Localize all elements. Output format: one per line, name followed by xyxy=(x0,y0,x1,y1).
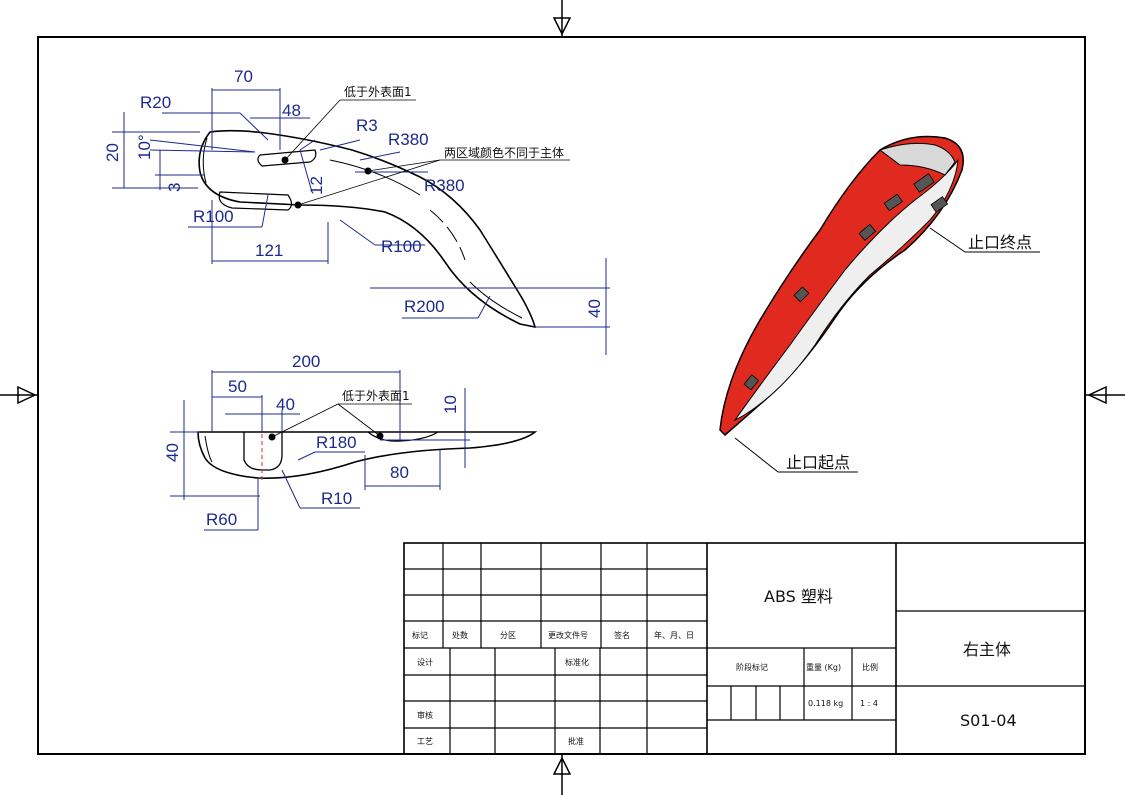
label-approve: 批准 xyxy=(568,736,584,746)
title-block xyxy=(403,542,1086,755)
top-view-dims xyxy=(112,88,610,355)
part-number: S01-04 xyxy=(960,711,1017,730)
note-below-surface-top: 低于外表面1 xyxy=(344,85,412,99)
dim-r20: R20 xyxy=(140,93,171,112)
label-weight: 重量 (Kg) xyxy=(806,662,841,672)
bottom-view-dims xyxy=(170,370,470,531)
label-standard: 标准化 xyxy=(565,657,589,667)
dim-40-vertical: 40 xyxy=(163,443,182,462)
dim-50: 50 xyxy=(228,377,247,396)
dim-r10: R10 xyxy=(321,489,352,508)
top-view-points xyxy=(281,156,372,209)
top-view-notes-lines xyxy=(284,99,570,206)
label-scale: 比例 xyxy=(862,662,878,672)
label-process: 工艺 xyxy=(417,737,433,746)
note-below-surface-bottom: 低于外表面1 xyxy=(342,389,410,403)
dim-200: 200 xyxy=(292,352,320,371)
dim-3: 3 xyxy=(165,183,184,192)
revision-headers: 标记 处数 分区 更改文件号 签名 年、月、日 xyxy=(412,630,694,640)
isometric-part-view xyxy=(719,135,1040,473)
rev-header-doc: 更改文件号 xyxy=(548,630,588,640)
dim-r380-a: R380 xyxy=(388,130,429,149)
dim-10deg: 10° xyxy=(135,134,154,160)
rev-header-count: 处数 xyxy=(452,630,468,640)
rev-header-mark: 标记 xyxy=(412,630,428,640)
dim-r200: R200 xyxy=(404,297,445,316)
rev-header-date: 年、月、日 xyxy=(654,630,694,640)
part-name: 右主体 xyxy=(963,640,1011,659)
dim-48: 48 xyxy=(282,101,301,120)
dim-r100-a: R100 xyxy=(193,207,234,226)
dim-40-top: 40 xyxy=(585,299,604,318)
bottom-view-outline xyxy=(197,420,538,480)
label-review: 审核 xyxy=(417,710,433,720)
dim-20: 20 xyxy=(103,143,122,162)
dim-40-bottom: 40 xyxy=(276,395,295,414)
scale-value: 1 : 4 xyxy=(860,699,878,708)
dim-r3: R3 xyxy=(356,116,378,135)
material: ABS 塑料 xyxy=(764,587,833,606)
dim-12: 12 xyxy=(307,176,326,195)
note-lip-start: 止口起点 xyxy=(786,453,850,472)
label-stage-mark: 阶段标记 xyxy=(736,662,768,672)
rev-header-sign: 签名 xyxy=(614,630,630,640)
dim-r380-b: R380 xyxy=(424,176,465,195)
bottom-view-points xyxy=(268,432,384,441)
note-color-diff: 两区域颜色不同于主体 xyxy=(444,145,564,160)
weight-value: 0.118 kg xyxy=(808,699,843,708)
note-lip-end: 止口终点 xyxy=(968,233,1032,252)
label-design: 设计 xyxy=(417,657,433,667)
top-view-outline xyxy=(198,129,537,329)
dim-r100-b: R100 xyxy=(381,237,422,256)
bottom-view-notes-lines xyxy=(271,403,412,438)
dim-r180: R180 xyxy=(316,433,357,452)
rev-header-zone: 分区 xyxy=(500,631,516,640)
dim-121: 121 xyxy=(255,241,283,260)
dim-70: 70 xyxy=(234,67,253,86)
dim-r60: R60 xyxy=(206,510,237,529)
dim-80: 80 xyxy=(390,463,409,482)
dim-10: 10 xyxy=(441,395,460,414)
